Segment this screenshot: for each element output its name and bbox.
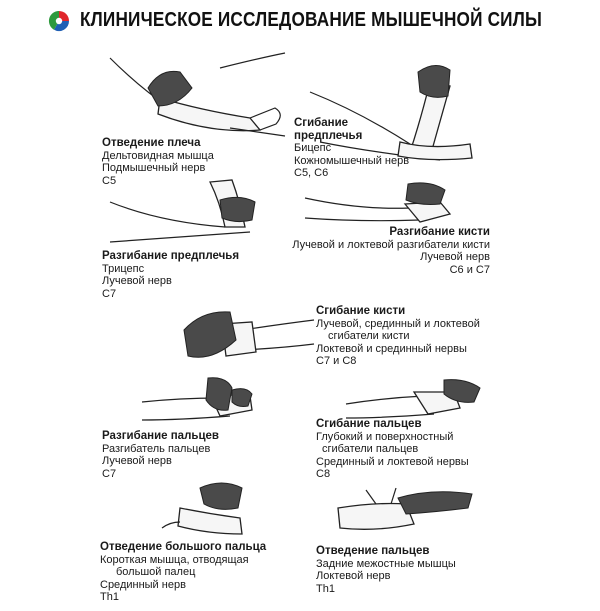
- test-muscle-cont: сгибатели кисти: [328, 330, 410, 342]
- test-title: Сгибание предплечья: [294, 117, 363, 142]
- caption-shoulder-abduction: Отведение плеча Дельтовидная мышца Подмы…: [102, 137, 214, 187]
- test-title: Разгибание предплечья: [102, 250, 240, 262]
- test-segment: C6 и C7: [449, 263, 490, 276]
- test-muscle: Глубокий и поверхностный: [316, 430, 454, 443]
- caption-finger-flexion: Сгибание пальцев Глубокий и поверхностны…: [316, 418, 469, 481]
- illustration-shoulder-abduction: [100, 48, 290, 138]
- test-title: Отведение большого пальца: [100, 541, 267, 553]
- title-bar: КЛИНИЧЕСКОЕ ИССЛЕДОВАНИЕ МЫШЕЧНОЙ СИЛЫ: [0, 0, 600, 44]
- test-nerve: Лучевой нерв: [420, 251, 490, 263]
- caption-finger-extension: Разгибание пальцев Разгибатель пальцев Л…: [102, 430, 219, 480]
- test-muscle: Лучевой, срединный и локтевой: [316, 317, 480, 330]
- illustration-finger-abduction: [336, 484, 476, 539]
- test-nerve: Локтевой нерв: [316, 570, 391, 582]
- test-nerve: Локтевой и срединный нервы: [316, 342, 467, 355]
- test-muscle: Лучевой и локтевой разгибатели кисти: [292, 238, 490, 251]
- test-title: Разгибание кисти: [389, 226, 490, 238]
- test-muscle: Разгибатель пальцев: [102, 442, 211, 455]
- caption-wrist-extension: Разгибание кисти Лучевой и локтевой разг…: [286, 226, 490, 276]
- test-segment: C7 и C8: [316, 355, 357, 367]
- caption-forearm-flexion: Сгибание предплечья Бицепс Кожномышечный…: [294, 117, 409, 180]
- logo-icon: [48, 10, 70, 32]
- caption-finger-abduction: Отведение пальцев Задние межостные мышцы…: [316, 545, 456, 595]
- test-title: Сгибание пальцев: [316, 418, 422, 430]
- illustration-wrist-extension: [300, 178, 490, 228]
- test-title: Отведение пальцев: [316, 545, 430, 557]
- test-title: Сгибание кисти: [316, 305, 406, 317]
- illustration-forearm-flexion: [300, 52, 480, 162]
- test-nerve: Срединный нерв: [100, 578, 186, 591]
- test-nerve: Подмышечный нерв: [102, 162, 206, 174]
- test-muscle: Задние межостные мышцы: [316, 557, 456, 570]
- caption-wrist-flexion: Сгибание кисти Лучевой, срединный и локт…: [316, 305, 480, 368]
- test-muscle: Дельтовидная мышца: [102, 149, 214, 162]
- illustration-thumb-abduction: [160, 478, 260, 538]
- test-nerve: Кожномышечный нерв: [294, 154, 410, 167]
- test-segment: C5: [102, 174, 117, 187]
- test-muscle: Трицепс: [102, 262, 145, 275]
- test-muscle-cont: большой палец: [116, 566, 196, 578]
- page-title: КЛИНИЧЕСКОЕ ИССЛЕДОВАНИЕ МЫШЕЧНОЙ СИЛЫ: [80, 9, 542, 31]
- illustration-wrist-flexion: [182, 300, 317, 375]
- test-nerve: Срединный и локтевой нервы: [316, 455, 469, 468]
- test-nerve: Лучевой нерв: [102, 455, 172, 467]
- test-segment: C5, C6: [294, 167, 329, 179]
- test-muscle: Бицепс: [294, 142, 332, 154]
- illustration-finger-extension: [140, 376, 260, 426]
- test-segment: C8: [316, 468, 331, 480]
- test-title: Разгибание пальцев: [102, 430, 219, 442]
- test-muscle: Короткая мышца, отводящая: [100, 553, 249, 566]
- illustration-finger-flexion: [344, 378, 484, 423]
- test-title: Отведение плеча: [102, 137, 201, 149]
- test-muscle-cont: сгибатели пальцев: [322, 443, 419, 455]
- test-segment: Th1: [316, 582, 335, 595]
- caption-thumb-abduction: Отведение большого пальца Короткая мышца…: [100, 541, 266, 604]
- illustration-forearm-extension: [100, 172, 280, 247]
- test-nerve: Лучевой нерв: [102, 275, 172, 287]
- test-segment: Th1: [100, 591, 119, 603]
- caption-forearm-extension: Разгибание предплечья Трицепс Лучевой не…: [102, 250, 239, 300]
- test-segment: C7: [102, 467, 117, 480]
- test-segment: C7: [102, 287, 117, 300]
